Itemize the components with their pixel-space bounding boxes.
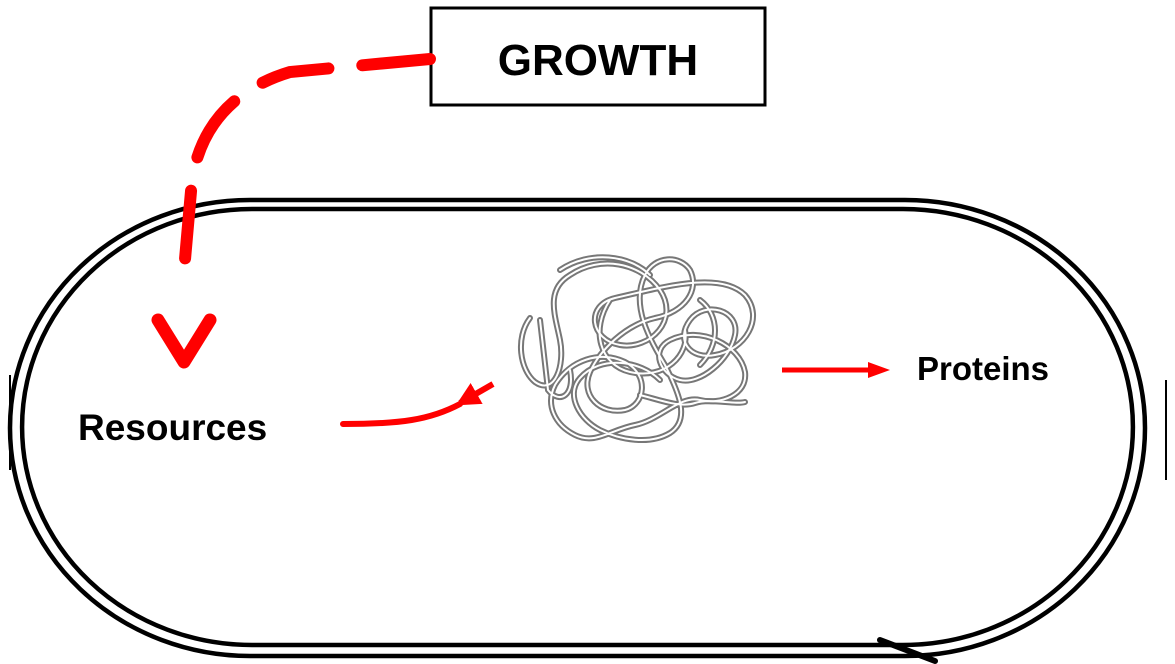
tangled-strand-icon xyxy=(517,254,757,443)
growth-label: GROWTH xyxy=(498,36,698,85)
arrowhead-right-icon xyxy=(868,362,890,378)
growth-box: GROWTH xyxy=(429,6,767,107)
growth-to-resources-arrow xyxy=(151,53,436,369)
cell-membrane xyxy=(7,197,1167,664)
resources-label: Resources xyxy=(78,407,267,448)
coil-outer xyxy=(517,254,757,443)
proteins-label: Proteins xyxy=(917,350,1049,387)
coil-inner xyxy=(519,256,755,441)
resources-to-coil-arrow xyxy=(340,381,495,427)
coil-to-proteins-arrow xyxy=(782,362,890,378)
arrowhead-down-icon xyxy=(151,313,217,369)
